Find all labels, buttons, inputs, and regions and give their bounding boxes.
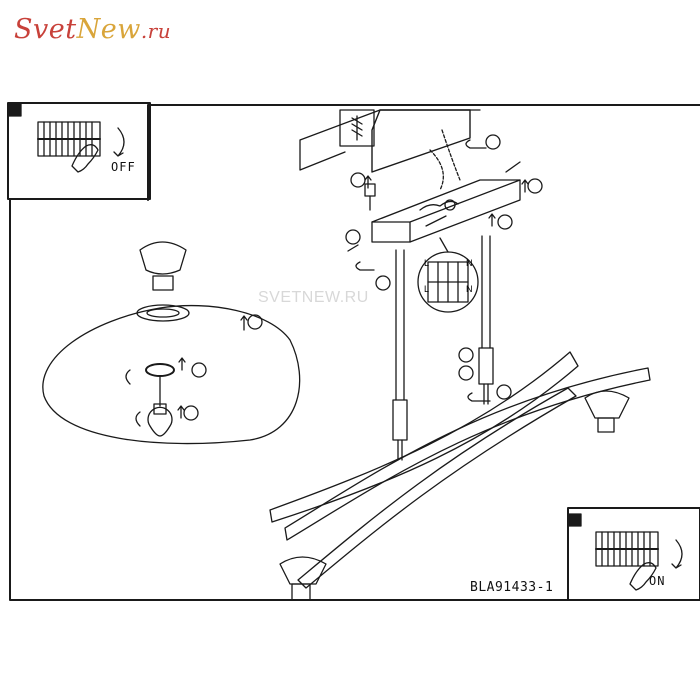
model-code: BLA91433-1 bbox=[470, 580, 554, 595]
watermark: SVETNEW.RU bbox=[258, 289, 369, 306]
rotate-arrow-icon bbox=[113, 127, 125, 157]
spotlight-bottom bbox=[279, 556, 327, 601]
hand-icon bbox=[71, 144, 99, 173]
terminal-block-icon bbox=[37, 121, 101, 157]
suspension-rod-right bbox=[478, 235, 494, 405]
bulb-icon bbox=[147, 403, 173, 437]
logo-text-svet: Svet bbox=[14, 14, 77, 45]
screw-icon bbox=[347, 161, 521, 252]
spotlight-right bbox=[584, 390, 630, 433]
suspension-rod-left bbox=[392, 249, 408, 461]
switch-off-inset bbox=[7, 102, 151, 200]
step-b-marker bbox=[568, 513, 582, 527]
logo-text-new: New bbox=[76, 14, 141, 45]
diagram-frame bbox=[9, 104, 700, 601]
wiring-label-l1: L bbox=[424, 258, 430, 268]
wiring-label-n1: N bbox=[466, 258, 473, 268]
canopy-box bbox=[371, 129, 521, 243]
switch-on-label: ON bbox=[649, 574, 666, 588]
logo-text-ru: .ru bbox=[140, 19, 172, 43]
terminal-block-icon-on bbox=[595, 531, 659, 567]
direction-arrow-icons bbox=[177, 175, 529, 419]
wiring-detail bbox=[417, 237, 479, 313]
wiring-label-l2: L bbox=[424, 284, 430, 294]
switch-on-inset bbox=[567, 507, 700, 601]
curved-arm-upper bbox=[284, 367, 651, 541]
switch-off-label: OFF bbox=[111, 160, 136, 174]
curved-arm-bottom bbox=[297, 387, 577, 589]
step-markers bbox=[183, 134, 543, 421]
step-a-marker bbox=[8, 103, 22, 117]
glass-shade bbox=[42, 241, 301, 445]
hand-icon-on bbox=[629, 562, 657, 591]
rotate-arrow-icon-on bbox=[671, 539, 683, 569]
curved-arm-lower bbox=[269, 351, 579, 523]
rotation-arrow-icons bbox=[125, 139, 491, 427]
screw-inset bbox=[339, 109, 375, 147]
ceiling-bracket bbox=[299, 109, 481, 211]
brand-logo: SvetNew.ru bbox=[14, 14, 171, 45]
wiring-label-n2: N bbox=[466, 284, 473, 294]
